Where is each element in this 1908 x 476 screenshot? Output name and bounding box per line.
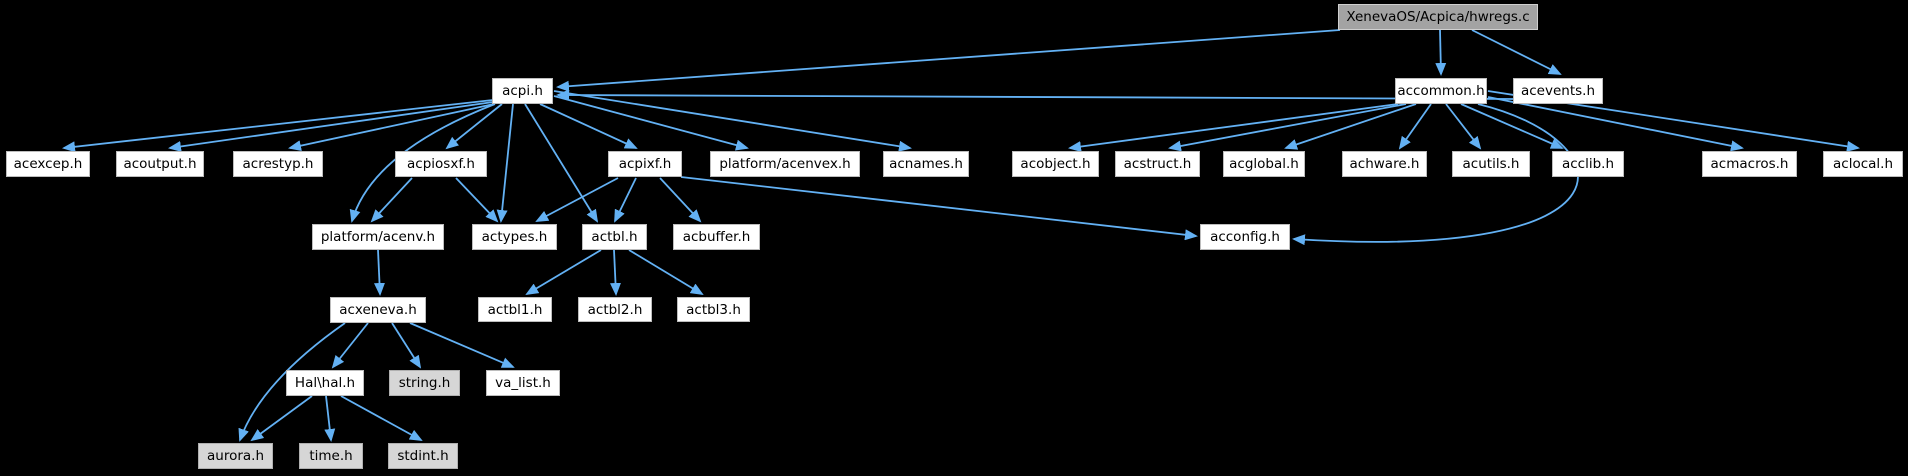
node-halhal[interactable]: Hal\hal.h	[286, 370, 364, 396]
node-string[interactable]: string.h	[389, 370, 460, 396]
node-acpixf[interactable]: acpixf.h	[608, 151, 682, 177]
edge-halhal-to-stdint	[340, 395, 423, 441]
node-acobject[interactable]: acobject.h	[1012, 151, 1099, 177]
edge-acpi-to-acnames	[553, 90, 912, 152]
node-acenvex[interactable]: platform/acenvex.h	[710, 151, 860, 177]
node-acxeneva[interactable]: acxeneva.h	[330, 297, 426, 323]
node-acexcep[interactable]: acexcep.h	[6, 151, 90, 177]
node-actbl2[interactable]: actbl2.h	[578, 297, 652, 322]
edge-acpiosxf-to-actypes	[455, 177, 499, 223]
edge-acpixf-to-acbuffer	[659, 177, 702, 223]
node-acconfig[interactable]: acconfig.h	[1200, 224, 1290, 250]
edge-actbl-to-actbl1	[525, 249, 602, 296]
node-aclocal[interactable]: aclocal.h	[1823, 151, 1903, 177]
node-acpiosxf[interactable]: acpiosxf.h	[395, 151, 487, 177]
edge-halhal-to-time	[324, 395, 336, 442]
edge-acpi-to-acpixf	[539, 103, 638, 149]
edge-acpixf-to-actbl	[614, 177, 637, 223]
node-achware[interactable]: achware.h	[1342, 151, 1427, 177]
edge-acenv-to-acxeneva	[374, 249, 385, 296]
edge-halhal-to-aurora	[250, 395, 313, 442]
node-aurora[interactable]: aurora.h	[198, 443, 273, 469]
node-actbl[interactable]: actbl.h	[582, 224, 647, 250]
node-actbl3[interactable]: actbl3.h	[677, 297, 750, 322]
edge-acpi-to-acexcep	[62, 99, 494, 153]
edge-acpixf-to-acconfig	[680, 176, 1198, 241]
node-time[interactable]: time.h	[299, 443, 363, 469]
edge-actbl-to-actbl2	[610, 249, 621, 296]
edge-acxeneva-to-aurora	[238, 322, 346, 442]
edge-acpixf-to-actypes	[535, 177, 619, 222]
edge-hwregs-to-accommon	[1435, 29, 1447, 76]
node-acbuffer[interactable]: acbuffer.h	[673, 224, 760, 250]
node-valist[interactable]: va_list.h	[486, 370, 560, 396]
node-acnames[interactable]: acnames.h	[883, 151, 969, 177]
node-hwregs[interactable]: XenevaOS/Acpica/hwregs.c	[1338, 4, 1538, 30]
node-actbl1[interactable]: actbl1.h	[478, 297, 552, 322]
edge-acxeneva-to-valist	[409, 322, 515, 368]
edge-acevents-to-acpi	[556, 89, 1514, 101]
edge-accommon-to-acglobal	[1284, 103, 1417, 150]
node-stdint[interactable]: stdint.h	[388, 443, 458, 469]
edge-acxeneva-to-halhal	[331, 322, 369, 369]
edge-accommon-to-acconfig	[1292, 103, 1579, 246]
node-acoutput[interactable]: acoutput.h	[116, 151, 204, 177]
edge-acxeneva-to-string	[391, 322, 422, 369]
node-acrestyp[interactable]: acrestyp.h	[233, 151, 323, 177]
edge-hwregs-to-acpi	[556, 29, 1341, 92]
node-acpi[interactable]: acpi.h	[492, 78, 553, 104]
edge-acpi-to-acenvex	[553, 95, 749, 151]
node-actypes[interactable]: actypes.h	[472, 224, 557, 250]
edge-accommon-to-acmacros	[1487, 96, 1744, 152]
edge-acpi-to-acrestyp	[288, 103, 495, 152]
edge-acpi-to-actypes	[496, 103, 514, 223]
edge-accommon-to-acclib	[1460, 103, 1564, 149]
edge-acpi-to-acoutput	[168, 101, 494, 152]
node-acenv[interactable]: platform/acenv.h	[312, 224, 444, 250]
node-accommon[interactable]: accommon.h	[1395, 78, 1487, 104]
node-acevents[interactable]: acevents.h	[1513, 78, 1603, 104]
edge-accommon-to-acobject	[1068, 103, 1399, 152]
edge-acpi-to-acpiosxf	[445, 103, 503, 150]
node-acstruct[interactable]: acstruct.h	[1115, 151, 1200, 177]
edge-actbl-to-actbl3	[628, 249, 704, 296]
edge-acpiosxf-to-acenv	[370, 177, 413, 223]
node-acglobal[interactable]: acglobal.h	[1223, 151, 1305, 177]
node-acutils[interactable]: acutils.h	[1452, 151, 1530, 177]
edge-accommon-to-achware	[1398, 103, 1432, 150]
edge-hwregs-to-acevents	[1471, 29, 1562, 75]
edge-accommon-to-acstruct	[1168, 103, 1407, 152]
node-acmacros[interactable]: acmacros.h	[1702, 151, 1797, 177]
edge-acpi-to-actbl	[524, 103, 599, 223]
node-acclib[interactable]: acclib.h	[1552, 151, 1624, 177]
edge-accommon-to-acutils	[1445, 103, 1482, 150]
